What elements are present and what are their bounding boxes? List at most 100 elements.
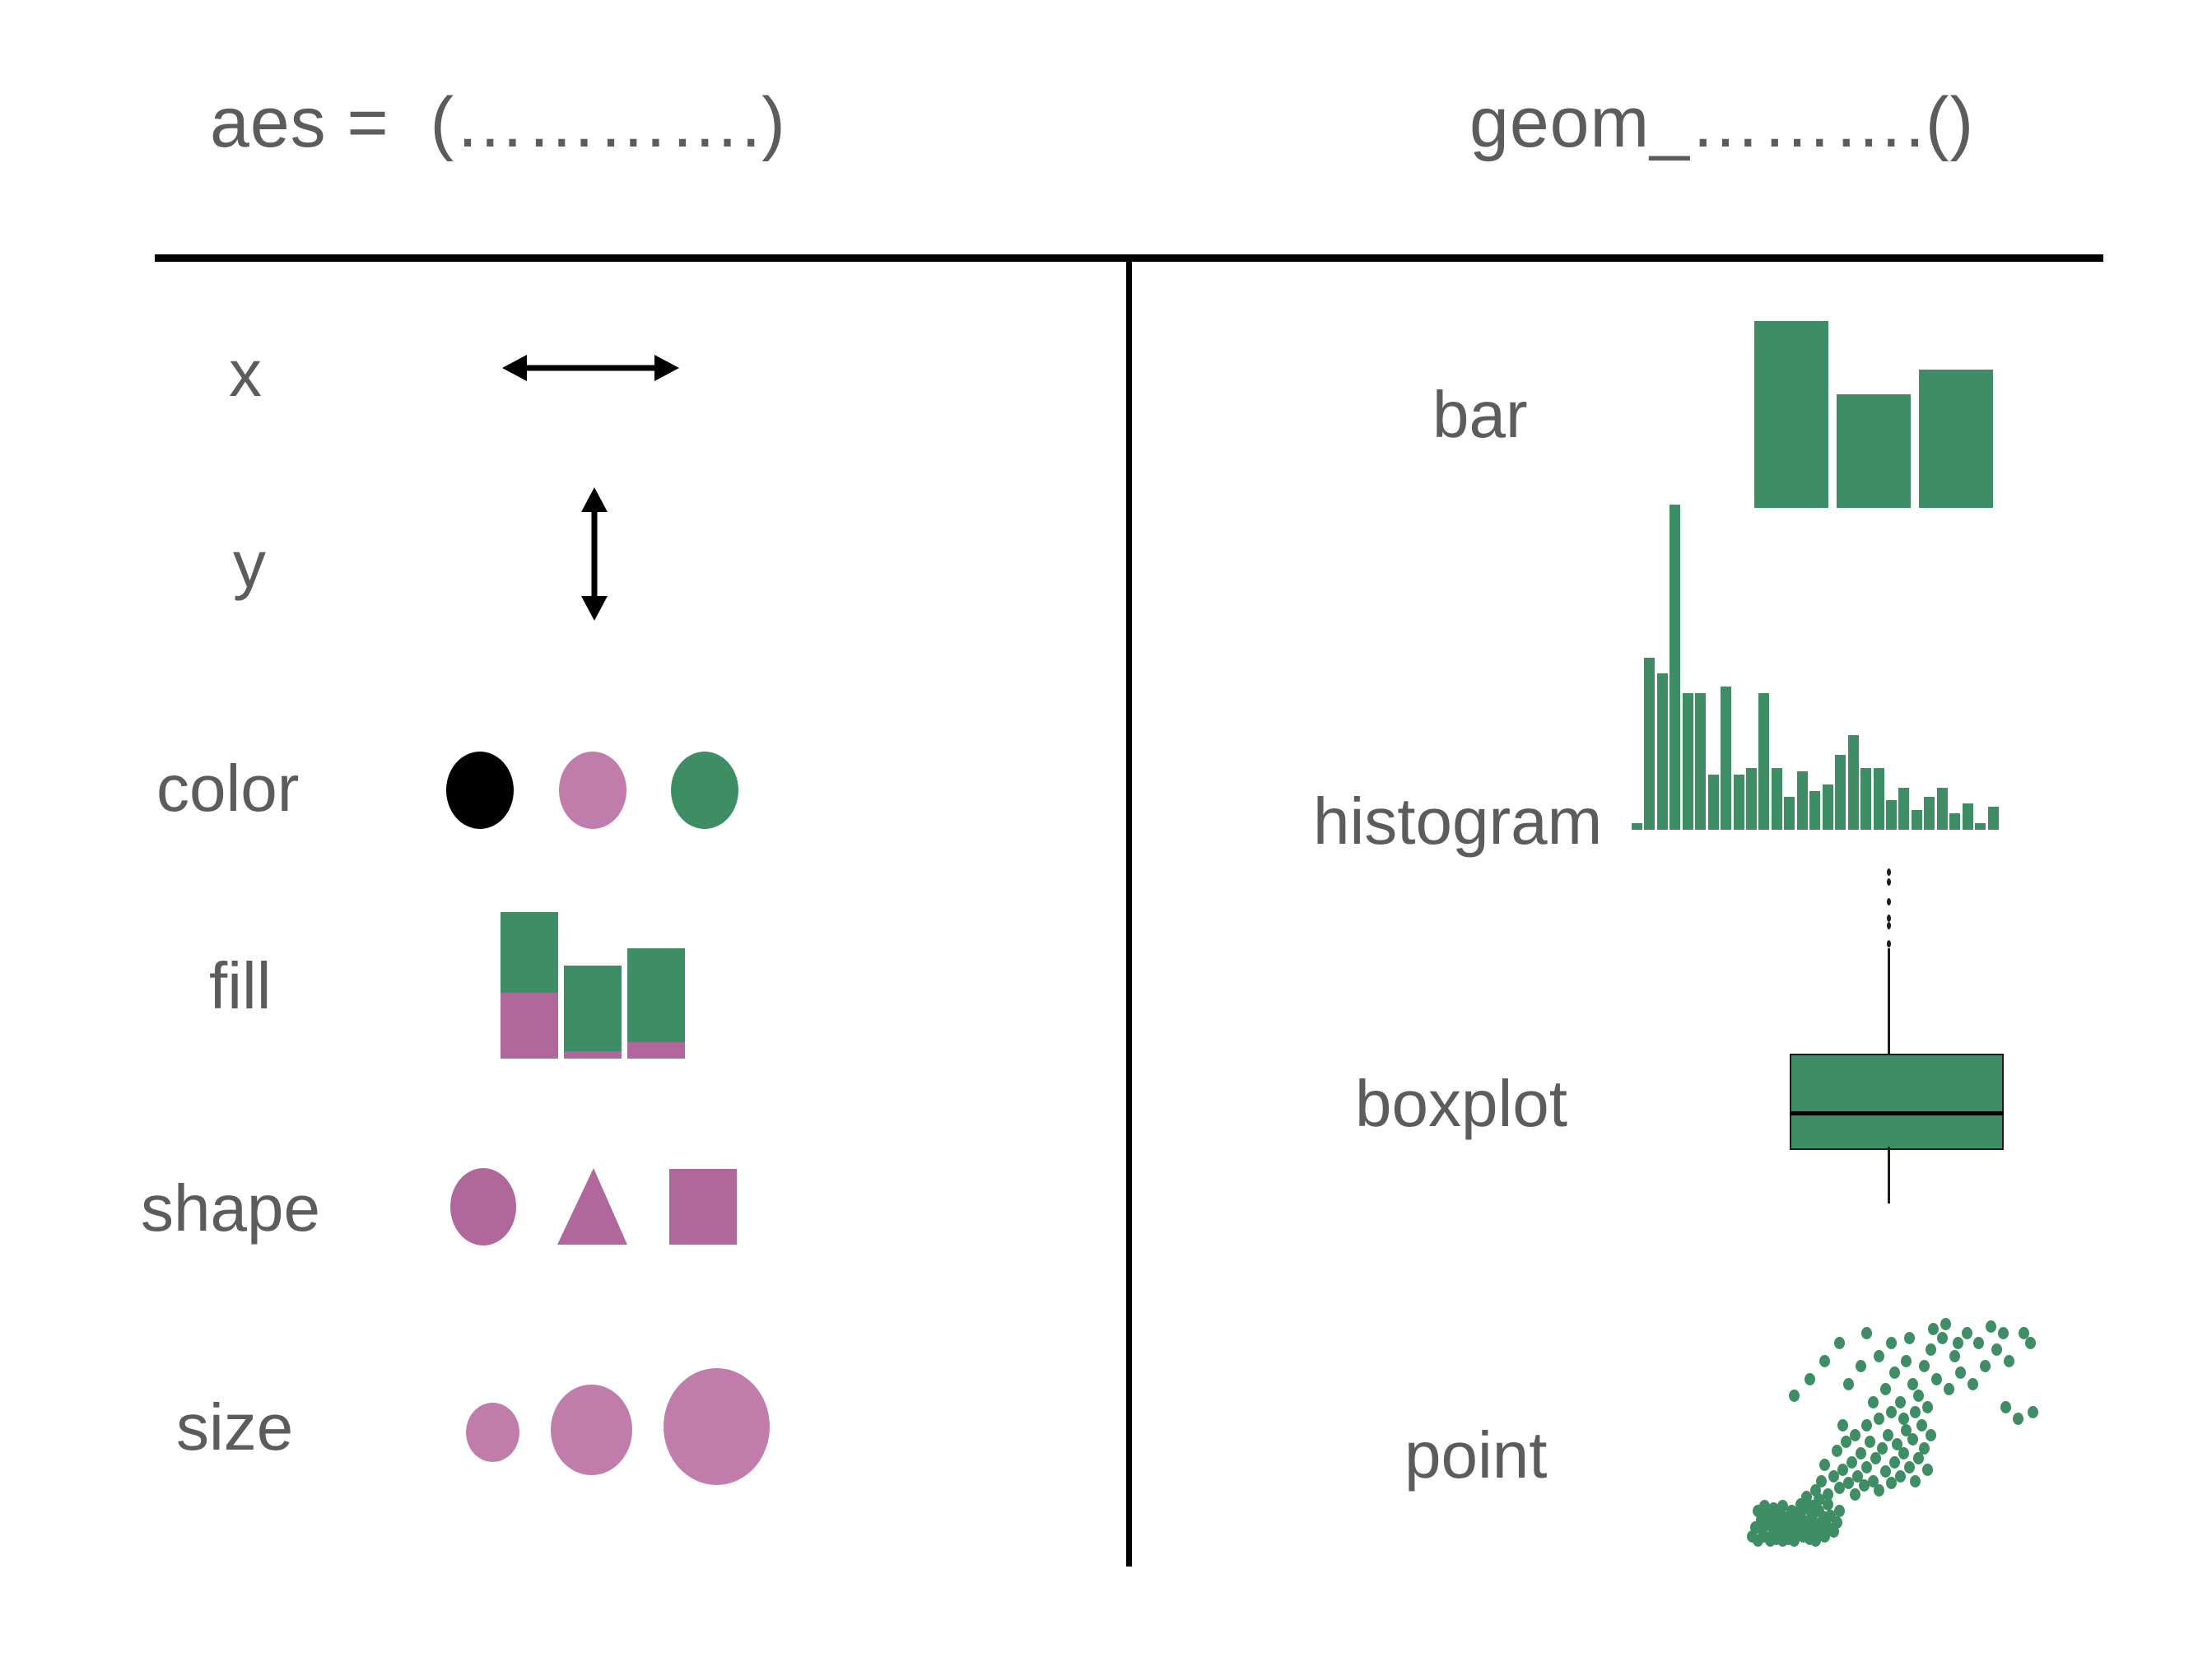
scatter-point	[1913, 1390, 1924, 1402]
scatter-point	[1856, 1360, 1866, 1372]
bar-chart-bar	[1919, 370, 1993, 508]
scatter-point	[1886, 1337, 1897, 1349]
scatter-point	[1810, 1484, 1821, 1497]
scatter-point	[1886, 1406, 1897, 1418]
scatter-point	[1973, 1337, 1984, 1349]
shape-circle-glyph	[450, 1168, 516, 1245]
scatter-point	[1998, 1327, 2009, 1339]
scatter-point	[1913, 1452, 1924, 1464]
color-swatch-black-circle	[446, 752, 514, 829]
histogram-bar	[1708, 775, 1719, 830]
geom-label-point: point	[1404, 1418, 1548, 1492]
scatter-point	[1759, 1500, 1770, 1512]
fill-bar-green-segment	[501, 912, 558, 993]
scatter-point	[2000, 1401, 2011, 1413]
histogram-bar	[1988, 807, 1999, 830]
scatter-point	[1819, 1355, 1830, 1367]
scatter-point	[1750, 1521, 1761, 1534]
scatter-point	[1834, 1505, 1845, 1517]
aes-header: aes = (………….)	[210, 83, 786, 162]
scatter-point	[1843, 1378, 1854, 1390]
aes-label-size: size	[176, 1390, 294, 1464]
scatter-point	[1861, 1327, 1872, 1339]
scatter-point	[1980, 1360, 1991, 1372]
scatter-point	[1859, 1479, 1870, 1492]
boxplot-lower-whisker	[1888, 1147, 1890, 1203]
scatter-point	[1868, 1396, 1879, 1408]
shape-triangle-glyph	[557, 1168, 627, 1245]
scatter-point	[1832, 1445, 1842, 1457]
fill-bar-green-segment	[564, 966, 622, 1051]
histogram-bar	[1784, 797, 1795, 830]
scatter-point	[1898, 1447, 1909, 1459]
bar-chart-bar	[1837, 394, 1911, 508]
scatter-point	[1904, 1332, 1915, 1344]
scatter-point	[1901, 1355, 1912, 1367]
aes-label-shape: shape	[141, 1171, 320, 1245]
scatter-point	[1889, 1456, 1900, 1469]
scatter-point	[1907, 1433, 1918, 1446]
histogram-bar	[1683, 693, 1693, 830]
scatter-point	[1962, 1327, 1972, 1339]
scatter-point	[2013, 1413, 2023, 1425]
geom-label-histogram: histogram	[1313, 784, 1603, 858]
scatter-point	[1837, 1419, 1848, 1432]
histogram-bar	[1823, 784, 1833, 830]
bar-minichart	[1754, 321, 1993, 508]
geom-label-boxplot: boxplot	[1355, 1067, 1567, 1140]
scatter-point	[1823, 1498, 1833, 1511]
scatter-point	[1907, 1378, 1918, 1390]
scatter-point	[1910, 1406, 1921, 1418]
scatter-point	[1926, 1343, 1936, 1356]
scatter-point	[1837, 1464, 1848, 1476]
scatter-point	[1910, 1475, 1921, 1487]
fill-stacked-bar	[627, 948, 685, 1059]
scatter-point	[1777, 1500, 1788, 1512]
histogram-bar	[1937, 788, 1948, 830]
histogram-bar	[1772, 768, 1782, 830]
scatter-point	[1843, 1477, 1854, 1489]
scatter-point	[1968, 1378, 1978, 1390]
histogram-bar	[1746, 768, 1757, 830]
fill-bar-green-segment	[627, 948, 685, 1042]
fill-stacked-bar	[564, 966, 622, 1059]
scatter-point	[1892, 1438, 1902, 1450]
aes-label-y: y	[233, 528, 266, 601]
scatter-point	[1886, 1477, 1897, 1489]
scatter-point	[1850, 1429, 1860, 1441]
histogram-bar	[1898, 788, 1909, 830]
boxplot-median-line	[1790, 1111, 2004, 1115]
size-small-circle	[466, 1403, 519, 1462]
scatter-point	[1856, 1447, 1866, 1459]
scatter-point	[1931, 1373, 1942, 1385]
histogram-bar	[1669, 505, 1680, 830]
scatter-point	[1944, 1383, 1954, 1395]
histogram-bar	[1657, 673, 1668, 830]
scatter-point	[1991, 1343, 2002, 1356]
scatter-point	[2025, 1337, 2036, 1349]
scatter-point	[1916, 1419, 1927, 1432]
scatter-point	[1895, 1470, 1906, 1483]
y-axis-arrow-icon	[581, 487, 608, 621]
scatter-point	[1816, 1475, 1827, 1487]
histogram-bar	[1963, 803, 1973, 830]
scatter-point	[1928, 1323, 1939, 1335]
size-large-circle	[664, 1368, 770, 1485]
histogram-bar	[1975, 823, 1986, 830]
aes-label-x: x	[229, 337, 262, 410]
fill-bar-pink-segment	[564, 1051, 622, 1059]
histogram-bar	[1886, 800, 1897, 830]
scatter-point	[1922, 1464, 1933, 1476]
scatter-point	[1834, 1482, 1845, 1494]
scatter-point	[1846, 1456, 1857, 1469]
scatter-point	[1805, 1373, 1815, 1385]
boxplot-outlier-dot	[1887, 898, 1891, 905]
size-medium-circle	[551, 1385, 632, 1475]
scatter-point	[1841, 1436, 1851, 1448]
scatter-point	[1874, 1350, 1884, 1362]
histogram-bar	[1758, 693, 1769, 830]
scatter-point	[1895, 1396, 1906, 1408]
scatter-point	[1940, 1318, 1951, 1330]
color-swatch-green-circle	[671, 752, 738, 829]
scatter-point	[1880, 1465, 1891, 1478]
